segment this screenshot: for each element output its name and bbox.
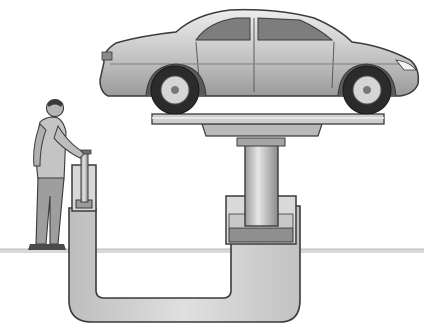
lift-platform	[152, 114, 384, 136]
rear-wheel	[151, 66, 199, 114]
small-cylinder	[72, 150, 96, 211]
lift-column	[245, 142, 278, 226]
column-collar	[237, 138, 285, 146]
front-wheel	[343, 66, 391, 114]
